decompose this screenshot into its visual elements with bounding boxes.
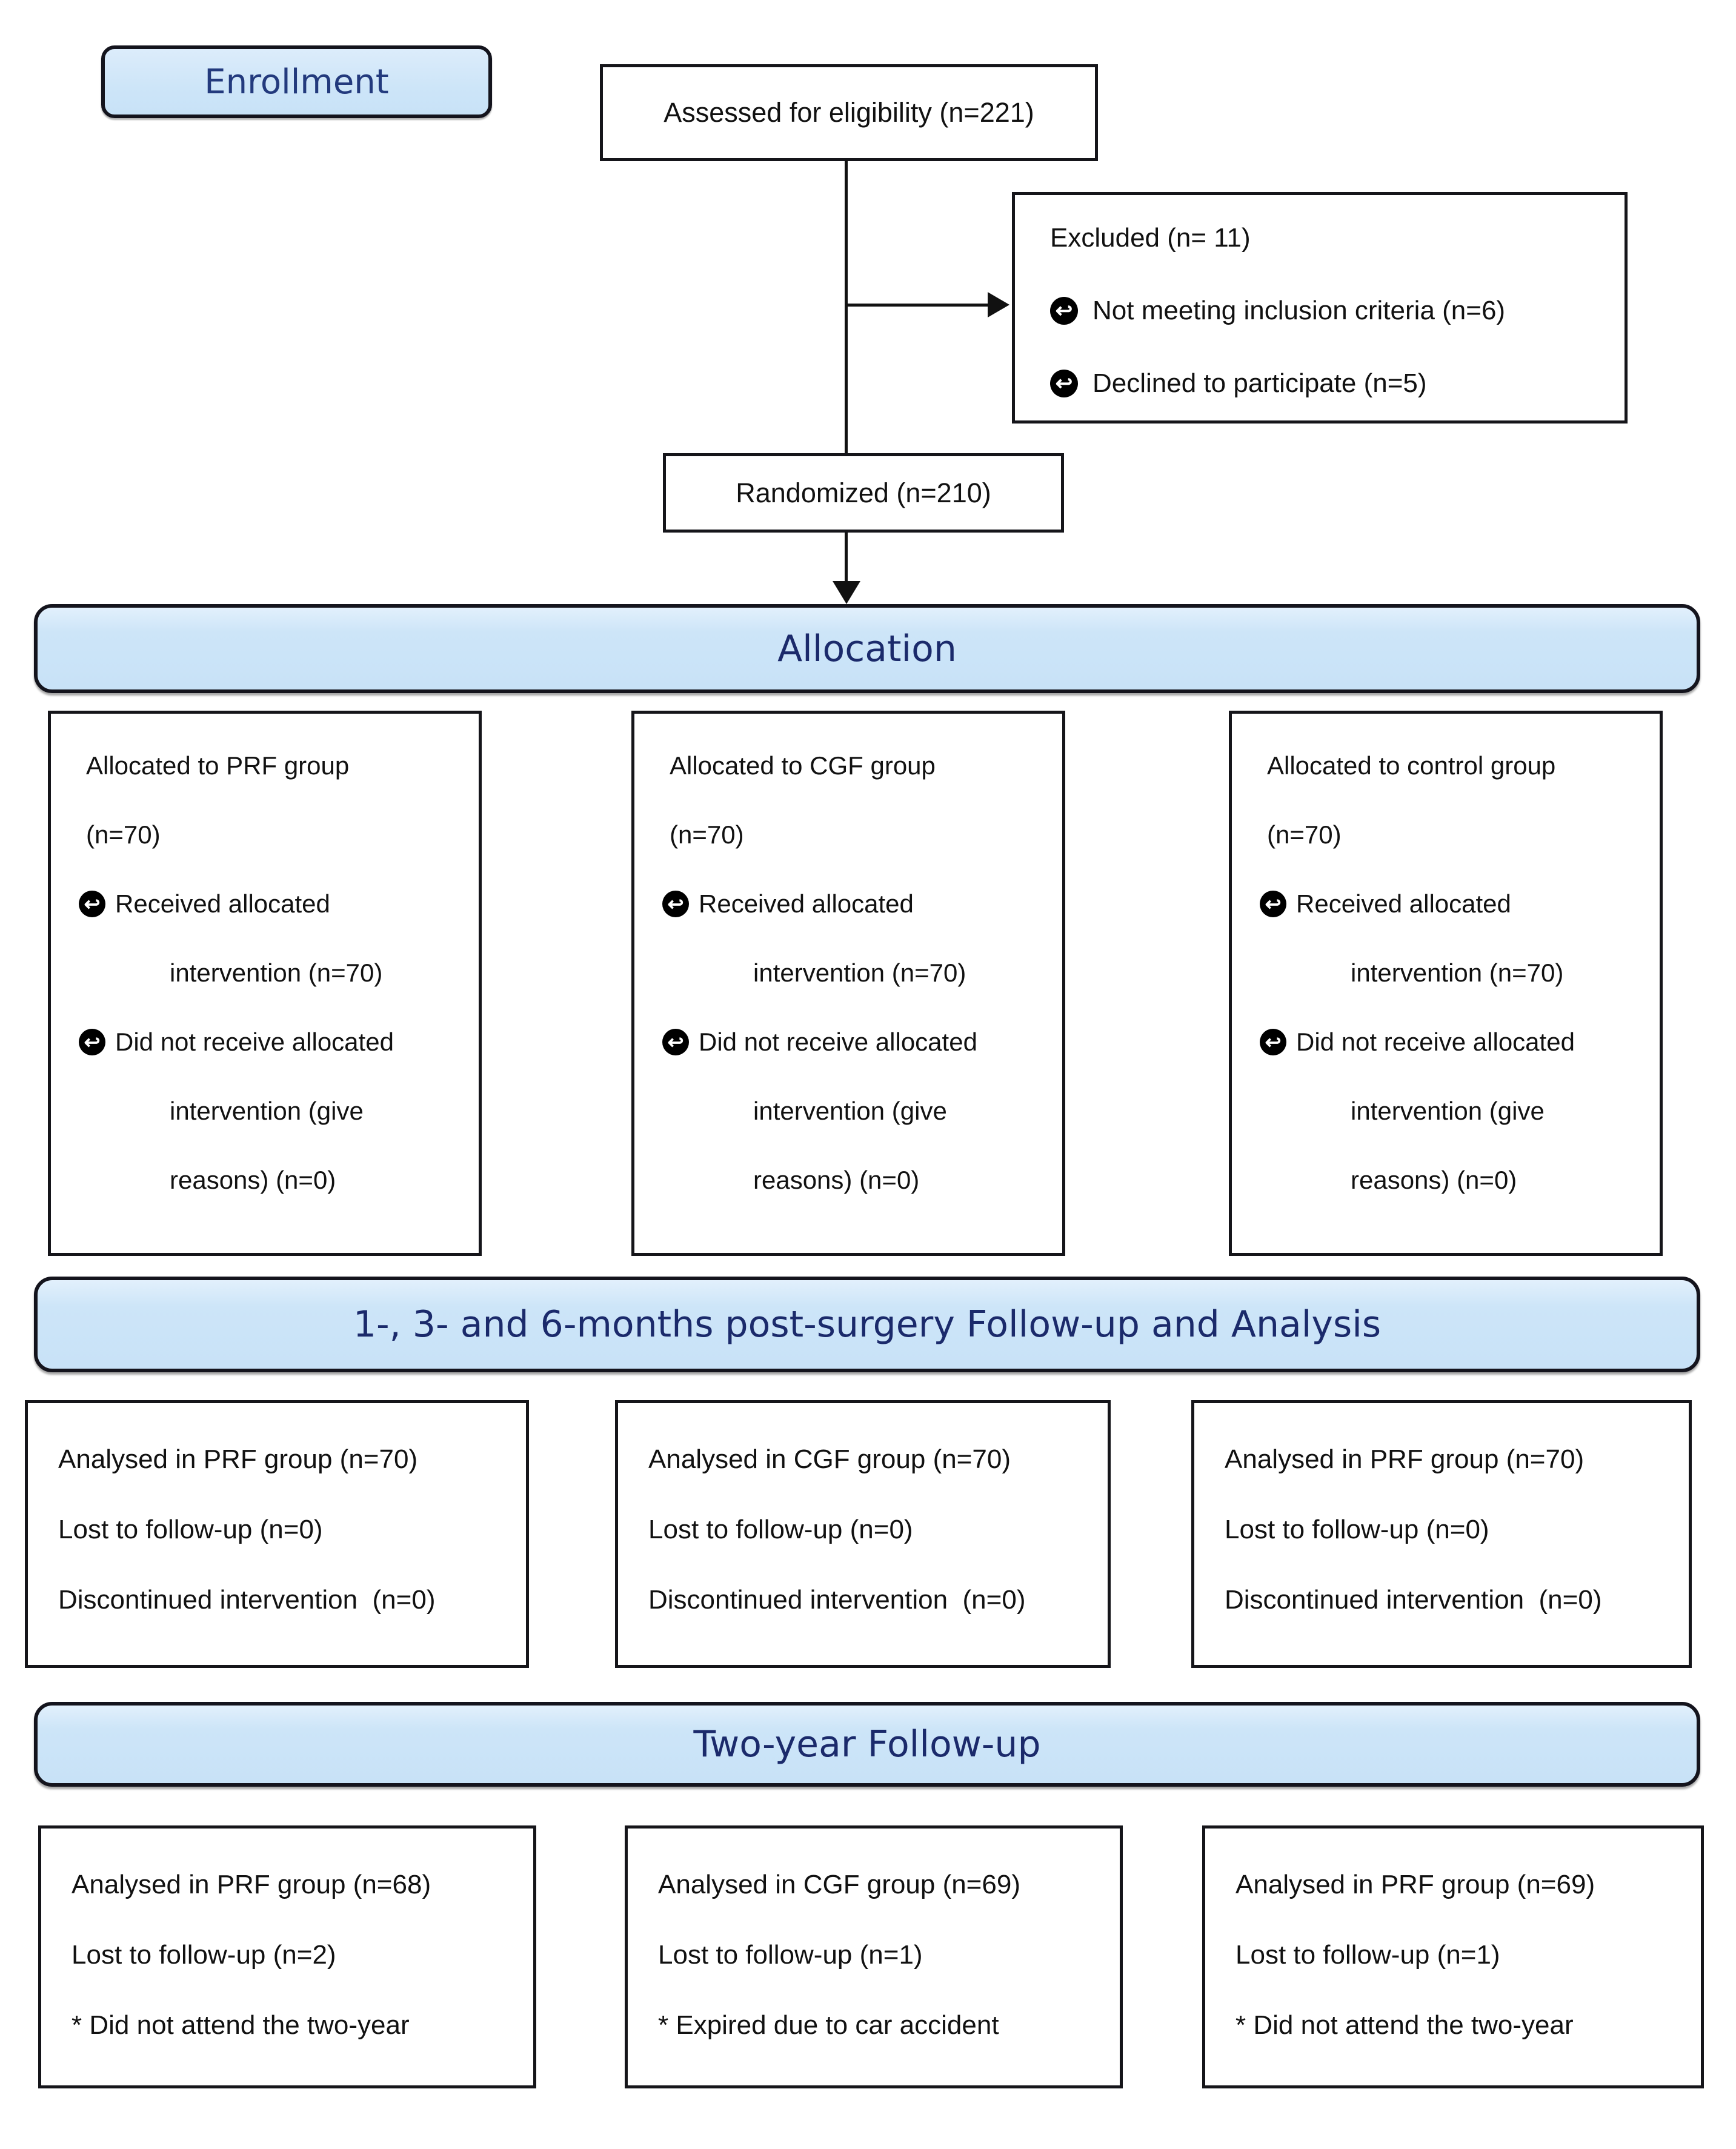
circle-arrow-icon: ↩ bbox=[79, 1029, 105, 1055]
twoyear-line: * Did not attend the two-year bbox=[72, 2010, 410, 2040]
excluded-title: Excluded (n= 11) bbox=[1050, 223, 1251, 253]
randomized-text: Randomized (n=210) bbox=[736, 477, 991, 508]
twoyear-line: * Expired due to car accident bbox=[658, 2010, 999, 2040]
twoyear-line: * Did not attend the two-year bbox=[1235, 2010, 1574, 2040]
analysis-line: Lost to follow-up (n=0) bbox=[648, 1515, 913, 1544]
assessed-eligibility-box: Assessed for eligibility (n=221) bbox=[600, 64, 1098, 161]
twoyear-box-prf: Analysed in PRF group (n=68) Lost to fol… bbox=[38, 1825, 536, 2088]
analysis-box-control: Analysed in PRF group (n=70) Lost to fol… bbox=[1191, 1400, 1692, 1668]
followup-analysis-banner: 1-, 3- and 6-months post-surgery Follow-… bbox=[34, 1277, 1700, 1372]
randomized-box: Randomized (n=210) bbox=[663, 453, 1064, 533]
arrowhead-down-icon bbox=[833, 581, 860, 604]
analysis-box-prf: Analysed in PRF group (n=70) Lost to fol… bbox=[25, 1400, 529, 1668]
analysis-line: Analysed in PRF group (n=70) bbox=[1225, 1444, 1585, 1474]
allocation-banner: Allocation bbox=[34, 604, 1700, 693]
alloc-bullet-text: Received allocated bbox=[115, 889, 330, 918]
alloc-title-line: Allocated to PRF group bbox=[86, 751, 350, 780]
analysis-line: Lost to follow-up (n=0) bbox=[58, 1515, 323, 1544]
alloc-title-line: Allocated to control group bbox=[1267, 751, 1556, 780]
analysis-line: Lost to follow-up (n=0) bbox=[1225, 1515, 1489, 1544]
circle-arrow-icon: ↩ bbox=[1050, 370, 1078, 397]
alloc-bullet-text: Received allocated bbox=[1296, 889, 1511, 918]
analysis-line: Discontinued intervention (n=0) bbox=[58, 1585, 436, 1615]
circle-arrow-icon: ↩ bbox=[1260, 1029, 1286, 1055]
alloc-bullet: ↩ Did not receive allocated bbox=[1260, 1028, 1643, 1057]
alloc-cont-line: reasons) (n=0) bbox=[170, 1166, 336, 1194]
connector-line-branch-excluded bbox=[846, 304, 989, 307]
twoyear-box-cgf: Analysed in CGF group (n=69) Lost to fol… bbox=[625, 1825, 1123, 2088]
analysis-line: Discontinued intervention (n=0) bbox=[1225, 1585, 1602, 1615]
alloc-n-line: (n=70) bbox=[670, 820, 744, 849]
allocation-box-control: Allocated to control group (n=70) ↩ Rece… bbox=[1229, 711, 1663, 1256]
assessed-text: Assessed for eligibility (n=221) bbox=[663, 97, 1034, 128]
enrollment-stage-label: Enrollment bbox=[101, 45, 492, 118]
twoyear-line: Lost to follow-up (n=2) bbox=[72, 1940, 336, 1970]
circle-arrow-icon: ↩ bbox=[662, 1029, 689, 1055]
circle-arrow-icon: ↩ bbox=[1050, 297, 1078, 325]
circle-arrow-icon: ↩ bbox=[662, 891, 689, 917]
analysis-line: Analysed in CGF group (n=70) bbox=[648, 1444, 1011, 1474]
alloc-bullet-text: Received allocated bbox=[699, 889, 914, 918]
alloc-bullet: ↩ Received allocated bbox=[79, 889, 462, 918]
twoyear-line: Analysed in PRF group (n=68) bbox=[72, 1870, 431, 1899]
arrowhead-right-icon bbox=[988, 292, 1009, 317]
twoyear-box-control: Analysed in PRF group (n=69) Lost to fol… bbox=[1202, 1825, 1704, 2088]
alloc-n-line: (n=70) bbox=[1267, 820, 1342, 849]
twoyear-banner: Two-year Follow-up bbox=[34, 1702, 1700, 1787]
alloc-bullet: ↩ Did not receive allocated bbox=[662, 1028, 1045, 1057]
alloc-cont-line: intervention (give bbox=[753, 1097, 947, 1125]
analysis-line: Discontinued intervention (n=0) bbox=[648, 1585, 1026, 1615]
analysis-box-cgf: Analysed in CGF group (n=70) Lost to fol… bbox=[615, 1400, 1111, 1668]
allocation-banner-text: Allocation bbox=[777, 627, 957, 670]
alloc-bullet-text: Did not receive allocated bbox=[1296, 1028, 1575, 1056]
twoyear-line: Lost to follow-up (n=1) bbox=[658, 1940, 923, 1970]
alloc-cont-line: intervention (n=70) bbox=[1351, 958, 1564, 987]
twoyear-line: Analysed in CGF group (n=69) bbox=[658, 1870, 1020, 1899]
excluded-item: ↩ Not meeting inclusion criteria (n=6) bbox=[1050, 296, 1606, 326]
alloc-cont-line: intervention (give bbox=[1351, 1097, 1545, 1125]
circle-arrow-icon: ↩ bbox=[1260, 891, 1286, 917]
alloc-bullet-text: Did not receive allocated bbox=[699, 1028, 977, 1056]
connector-line-vertical-top bbox=[845, 160, 848, 454]
connector-line-vertical-bottom bbox=[845, 533, 848, 582]
alloc-cont-line: reasons) (n=0) bbox=[1351, 1166, 1517, 1194]
circle-arrow-icon: ↩ bbox=[79, 891, 105, 917]
excluded-item-text: Not meeting inclusion criteria (n=6) bbox=[1092, 296, 1506, 325]
alloc-bullet: ↩ Received allocated bbox=[662, 889, 1045, 918]
alloc-bullet: ↩ Received allocated bbox=[1260, 889, 1643, 918]
twoyear-line: Lost to follow-up (n=1) bbox=[1235, 1940, 1500, 1970]
alloc-cont-line: intervention (give bbox=[170, 1097, 364, 1125]
twoyear-line: Analysed in PRF group (n=69) bbox=[1235, 1870, 1595, 1899]
alloc-title-line: Allocated to CGF group bbox=[670, 751, 936, 780]
alloc-cont-line: intervention (n=70) bbox=[753, 958, 966, 987]
analysis-line: Analysed in PRF group (n=70) bbox=[58, 1444, 418, 1474]
excluded-item: ↩ Declined to participate (n=5) bbox=[1050, 368, 1606, 399]
alloc-cont-line: reasons) (n=0) bbox=[753, 1166, 920, 1194]
allocation-box-prf: Allocated to PRF group (n=70) ↩ Received… bbox=[48, 711, 482, 1256]
enrollment-text: Enrollment bbox=[204, 62, 389, 102]
alloc-bullet: ↩ Did not receive allocated bbox=[79, 1028, 462, 1057]
alloc-n-line: (n=70) bbox=[86, 820, 161, 849]
twoyear-banner-text: Two-year Follow-up bbox=[693, 1723, 1041, 1765]
excluded-item-text: Declined to participate (n=5) bbox=[1092, 368, 1427, 398]
allocation-box-cgf: Allocated to CGF group (n=70) ↩ Received… bbox=[631, 711, 1065, 1256]
excluded-box: Excluded (n= 11) ↩ Not meeting inclusion… bbox=[1012, 192, 1628, 423]
alloc-bullet-text: Did not receive allocated bbox=[115, 1028, 394, 1056]
alloc-cont-line: intervention (n=70) bbox=[170, 958, 383, 987]
followup-banner-text: 1-, 3- and 6-months post-surgery Follow-… bbox=[353, 1303, 1382, 1346]
